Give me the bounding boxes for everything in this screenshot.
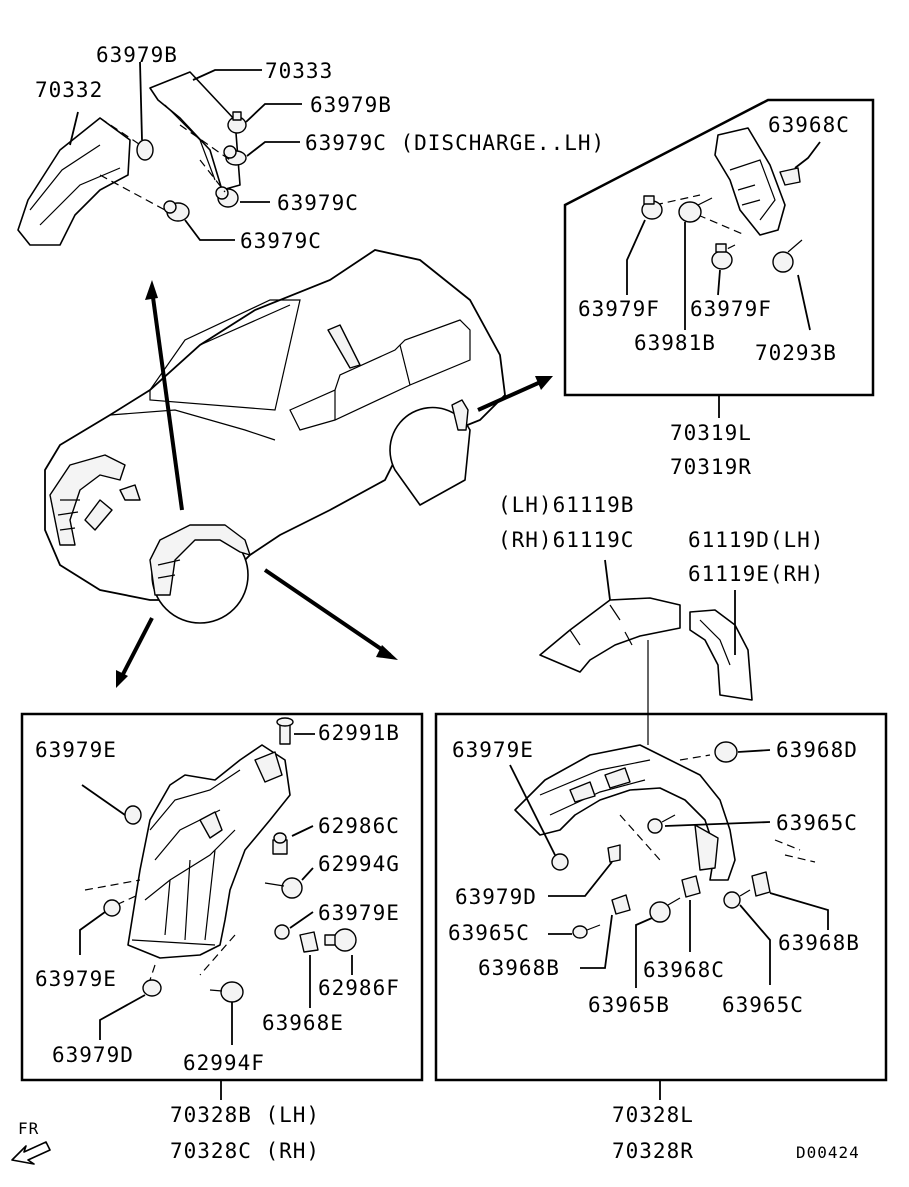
clip-63979B-icon xyxy=(136,139,154,161)
label-63979E-bottom-left: 63979E xyxy=(35,967,117,991)
clip-62986F-icon xyxy=(324,928,357,952)
assembly-70328R: 70328R xyxy=(612,1139,694,1163)
clip-63979F-right-icon xyxy=(711,243,733,270)
diagram-id: D00424 xyxy=(796,1143,860,1162)
clip-63979E-top-icon xyxy=(124,805,142,825)
label-63979B-top: 63979B xyxy=(96,43,178,67)
label-61119B: (LH)61119B xyxy=(498,493,634,517)
label-70332: 70332 xyxy=(35,78,103,102)
label-63979E-mid-right: 63979E xyxy=(318,901,400,925)
rear-wheel-liner-group: 63979E 63968D 63965C 63979D 63965C 63968… xyxy=(434,712,888,1163)
clip-63979E-mid-icon xyxy=(274,924,290,940)
label-70293B: 70293B xyxy=(755,341,837,365)
rear-wheel-liner-70328L xyxy=(514,744,736,881)
assembly-70319R: 70319R xyxy=(670,455,752,479)
car-rear-fender-part xyxy=(451,399,469,431)
label-63979C-discharge: 63979C (DISCHARGE..LH) xyxy=(305,131,605,155)
rear-liner-frame xyxy=(434,712,888,1082)
clip-63979C-mid-icon xyxy=(215,186,239,208)
bolt-62991B-icon xyxy=(276,717,294,745)
label-62986F: 62986F xyxy=(318,976,400,1000)
clip-62986C-icon xyxy=(272,832,288,855)
label-62994G: 62994G xyxy=(318,852,400,876)
screw-63965C-right-icon xyxy=(723,889,751,909)
label-63968B-right: 63968B xyxy=(778,931,860,955)
label-63981B: 63981B xyxy=(634,331,716,355)
bolt-62994F-icon xyxy=(209,981,244,1003)
bolt-63965B-icon xyxy=(649,897,681,923)
clip-63968E-icon xyxy=(299,931,319,953)
label-63965B: 63965B xyxy=(588,993,670,1017)
clip-63979D-icon xyxy=(142,979,162,997)
label-62994F: 62994F xyxy=(183,1051,265,1075)
clip-63979D-rear-icon xyxy=(607,844,621,863)
label-63979B-right: 63979B xyxy=(310,93,392,117)
rear-wheel-icon xyxy=(389,406,471,506)
label-63968D: 63968D xyxy=(776,738,858,762)
car-front-liner-right xyxy=(149,524,251,596)
label-61119C: (RH)61119C xyxy=(498,528,634,552)
liner-panel-61119B xyxy=(539,597,681,673)
assembly-70328L: 70328L xyxy=(612,1103,694,1127)
bracket-70319 xyxy=(714,127,786,236)
clip-63979F-left-icon xyxy=(641,195,663,220)
front-wheel-liner-70328B xyxy=(127,744,291,959)
clip-63979E-left-icon xyxy=(103,899,121,917)
clip-63968B-left-icon xyxy=(611,894,631,915)
label-63979E-rear: 63979E xyxy=(452,738,534,762)
screw-63965C-top-icon xyxy=(647,814,676,834)
rear-fender-bracket-group: 63968C 63979F 63979F 63981B 70293B 70319… xyxy=(563,98,875,479)
label-61119E: 61119E(RH) xyxy=(688,562,824,586)
liner-panel-61119D xyxy=(689,609,753,701)
rear-liner-panels: (LH)61119B (RH)61119C 61119D(LH) 61119E(… xyxy=(498,493,824,715)
bracket-70333 xyxy=(149,71,241,191)
front-label: FR xyxy=(18,1119,39,1138)
car-front-liner-left xyxy=(49,454,126,546)
rear-group-frame xyxy=(563,98,875,397)
screw-63965C-left-icon xyxy=(572,924,601,939)
pointer-arrows xyxy=(116,280,553,688)
clip-63968B-right-icon xyxy=(751,871,771,897)
bolt-63981B-icon xyxy=(678,197,713,223)
bolt-62994G-icon xyxy=(264,877,303,899)
label-63979F-left: 63979F xyxy=(578,297,660,321)
label-62986C: 62986C xyxy=(318,814,400,838)
label-63979F-right: 63979F xyxy=(690,297,772,321)
clip-63979B-right-icon xyxy=(227,111,247,134)
clip-63968C-rear-icon xyxy=(681,875,701,898)
label-63979D-front: 63979D xyxy=(52,1043,134,1067)
label-63968C-rear: 63968C xyxy=(768,113,850,137)
label-63979C-low: 63979C xyxy=(240,229,322,253)
label-63968B-left: 63968B xyxy=(478,956,560,980)
front-liner-frame xyxy=(20,712,424,1082)
front-wheel-liner-group: 63979E 62991B 62986C 62994G 63979E 63979… xyxy=(20,712,424,1163)
clip-63968D-icon xyxy=(714,741,738,763)
label-63965C-top: 63965C xyxy=(776,811,858,835)
clip-63979C-discharge-icon xyxy=(223,145,247,166)
clip-63968C-icon xyxy=(779,167,801,186)
label-62991B: 62991B xyxy=(318,721,400,745)
label-63968E: 63968E xyxy=(262,1011,344,1035)
label-70333: 70333 xyxy=(265,59,333,83)
label-63965C-left: 63965C xyxy=(448,921,530,945)
front-splash-shield-group: 70332 63979B 70333 63979B 63979C (DISCHA… xyxy=(17,43,605,253)
label-63979E-top-left: 63979E xyxy=(35,738,117,762)
splash-shield-70332 xyxy=(17,117,131,246)
front-arrow-icon xyxy=(11,1141,51,1165)
front-direction-indicator: FR xyxy=(11,1119,51,1165)
vehicle-outline xyxy=(44,249,506,624)
label-61119D: 61119D(LH) xyxy=(688,528,824,552)
label-63965C-right: 63965C xyxy=(722,993,804,1017)
assembly-70319L: 70319L xyxy=(670,421,752,445)
clip-63979E-rear-icon xyxy=(551,853,569,871)
assembly-70328B: 70328B (LH) xyxy=(170,1103,320,1127)
assembly-70328C: 70328C (RH) xyxy=(170,1139,320,1163)
clip-63979C-low-icon xyxy=(163,200,190,222)
label-63979D-rear: 63979D xyxy=(455,885,537,909)
label-63979C-mid: 63979C xyxy=(277,191,359,215)
label-63968C-rear-box: 63968C xyxy=(643,958,725,982)
bolt-70293B-icon xyxy=(772,239,803,273)
